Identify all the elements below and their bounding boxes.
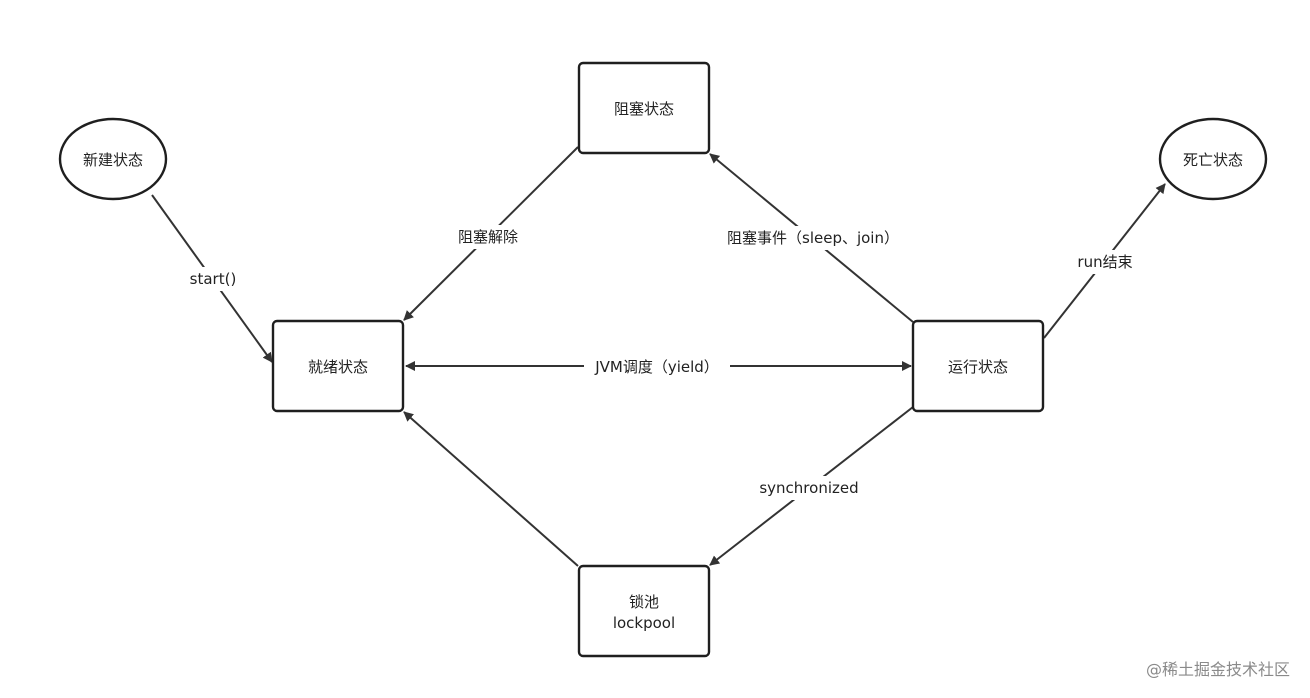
node-lockpool: 锁池 lockpool (577, 564, 711, 658)
node-new: 新建状态 (58, 117, 168, 201)
nodes: 新建状态 就绪状态 阻塞状态 运行状态 死亡状态 锁池 lockpool (58, 61, 1268, 658)
edge-start-label-bg (182, 267, 244, 291)
node-running-shape (911, 319, 1045, 413)
edge-lock-acquired-arrow (403, 411, 579, 567)
node-new-label: 新建状态 (83, 151, 143, 169)
node-dead-shape (1158, 117, 1268, 201)
node-ready-label: 就绪状态 (308, 358, 368, 376)
node-blocked: 阻塞状态 (577, 61, 711, 155)
node-lockpool-label-line1: 锁池 (629, 593, 659, 611)
edge-synchronized-label-bg (748, 476, 870, 500)
edge-jvm-schedule-label: JVM调度（yield） (594, 358, 719, 376)
node-new-shape (58, 117, 168, 201)
node-blocked-label: 阻塞状态 (614, 100, 674, 118)
node-lockpool-shape (577, 564, 711, 658)
node-ready-shape (271, 319, 405, 413)
node-ready: 就绪状态 (271, 319, 405, 413)
edge-run-end-label-bg (1068, 250, 1142, 274)
node-lockpool-label-line2: lockpool (613, 614, 675, 632)
node-dead: 死亡状态 (1158, 117, 1268, 201)
watermark: @稀土掘金技术社区 (1145, 660, 1290, 679)
edge-block-event-label-bg (708, 226, 918, 250)
edge-start-label: start() (190, 270, 237, 288)
node-running-label: 运行状态 (948, 358, 1008, 376)
edge-block-event-label: 阻塞事件（sleep、join） (727, 229, 899, 247)
edge-run-end-label: run结束 (1077, 253, 1132, 271)
node-running: 运行状态 (911, 319, 1045, 413)
node-blocked-shape (577, 61, 711, 155)
edge-jvm-schedule-label-bg (584, 354, 730, 378)
edge-unblock-label: 阻塞解除 (458, 228, 518, 246)
edge-synchronized-label: synchronized (759, 479, 858, 497)
edge-unblock-label-bg (446, 225, 530, 249)
node-dead-label: 死亡状态 (1183, 151, 1243, 169)
edge-labels: start() 阻塞解除 阻塞事件（sleep、join） JVM调度（yiel… (182, 225, 1142, 500)
